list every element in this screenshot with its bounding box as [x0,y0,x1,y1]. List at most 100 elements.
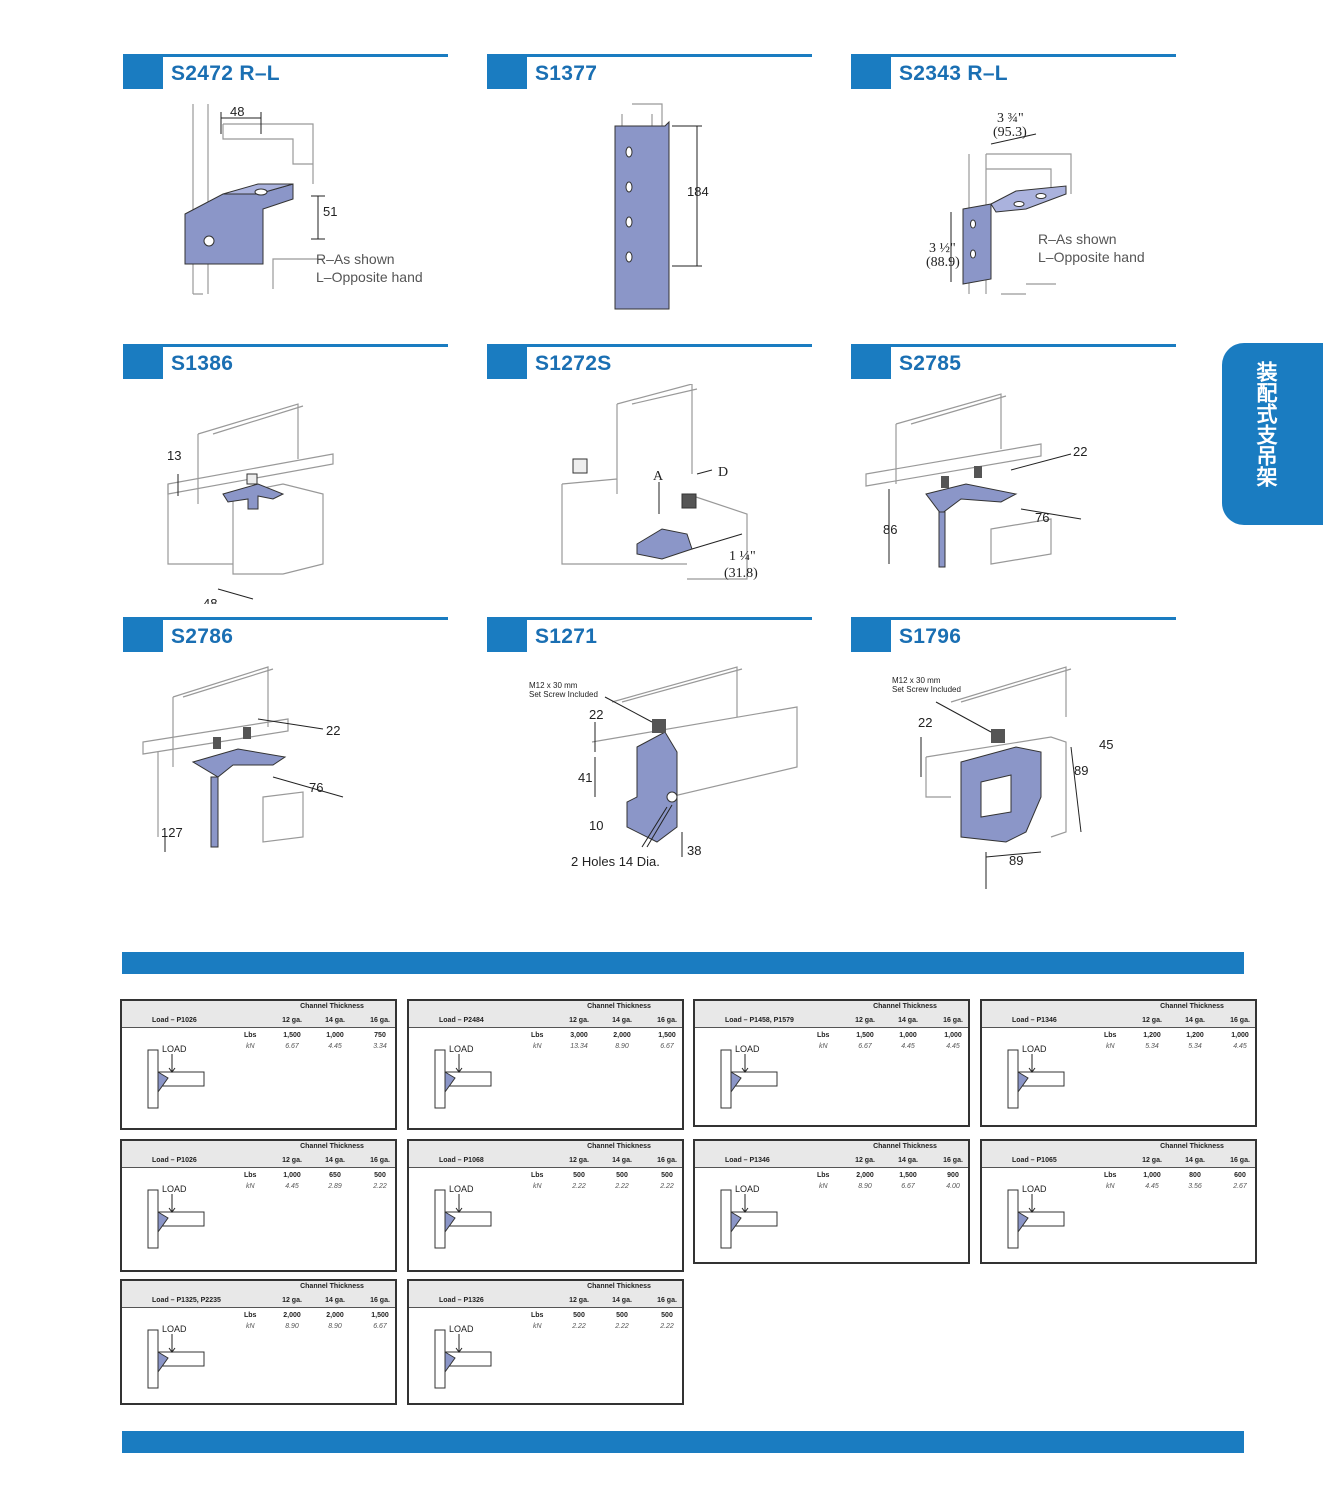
channel-thickness-label: Channel Thickness [1160,1143,1224,1150]
header-block [487,57,527,89]
header-rule [487,617,812,620]
load-arrow-label: LOAD [162,1324,187,1334]
header-rule [851,617,1176,620]
header-rule [123,617,448,620]
product-s2785: S2785 22 76 86 [851,344,1176,604]
gauge-header: 14 ga. [1185,1017,1205,1024]
gauge-header: 12 ga. [1142,1017,1162,1024]
lbs-value: 500 [661,1172,673,1179]
kn-value: 5.34 [1145,1043,1159,1050]
dim-45: 45 [1099,737,1113,752]
kn-value: 4.45 [946,1043,960,1050]
kn-value: 2.22 [572,1183,586,1190]
header-rule [123,344,448,347]
dim-3-3-4: 3 ¾" [997,111,1024,126]
dim-95-3: (95.3) [993,125,1027,140]
kn-value: 6.67 [373,1323,387,1330]
load-diagram: LOAD [1007,1044,1065,1109]
gauge-header: 12 ga. [282,1297,302,1304]
header-block [123,57,163,89]
load-diagram: LOAD [147,1324,205,1389]
dim-86: 86 [883,522,897,537]
header-block [487,620,527,652]
gauge-header: 16 ga. [370,1157,390,1164]
lbs-unit: Lbs [531,1312,544,1319]
kn-value: 2.22 [660,1183,674,1190]
load-diagram: LOAD [434,1044,492,1109]
header-rule [487,54,812,57]
lbs-unit: Lbs [244,1032,257,1039]
kn-value: 13.34 [570,1043,588,1050]
lbs-value: 1,500 [658,1032,676,1039]
s1386-drawing: 13 48 [167,403,334,604]
lbs-value: 650 [329,1172,341,1179]
dim-41: 41 [578,770,592,785]
s2472-drawing: 48 51 R–As shown L–Opposite hand [184,104,423,295]
dim-a: A [653,469,664,484]
dim-22: 22 [918,715,932,730]
dim-1-1-4: 1 ¼" [729,549,756,564]
product-code: S1272S [535,352,612,375]
lbs-value: 1,000 [944,1032,962,1039]
side-category-tab[interactable]: 装配式支吊架 [1222,343,1323,525]
load-label: Load – P1346 [1012,1017,1057,1024]
channel-thickness-label: Channel Thickness [587,1283,651,1290]
product-code: S1796 [899,625,962,648]
gauge-header: 16 ga. [370,1297,390,1304]
lbs-value: 2,000 [326,1312,344,1319]
note-screw: M12 x 30 mm [529,681,578,690]
header-rule [851,344,1176,347]
section-bar-top [122,952,1244,974]
lbs-value: 600 [1234,1172,1246,1179]
channel-thickness-label: Channel Thickness [300,1003,364,1010]
load-diagram: LOAD [147,1184,205,1249]
gauge-header: 16 ga. [1230,1017,1250,1024]
dim-22: 22 [589,707,603,722]
product-s2786: S2786 22 76 127 [123,617,448,877]
load-arrow-label: LOAD [449,1044,474,1054]
kn-unit: kN [246,1183,255,1190]
product-s1796: S1796 M12 x 30 mm Set Screw Included 22 … [851,617,1176,889]
dim-48: 48 [203,596,217,604]
lbs-unit: Lbs [531,1032,544,1039]
channel-thickness-label: Channel Thickness [300,1143,364,1150]
gauge-header: 14 ga. [612,1297,632,1304]
load-label: Load – P1346 [725,1157,770,1164]
load-label: Load – P1326 [439,1297,484,1304]
note-screw-included: Set Screw Included [529,690,598,699]
kn-value: 2.22 [615,1183,629,1190]
product-s2472: S2472 R–L 48 51 R–As shown L–Opposite ha… [123,54,448,314]
header-block [851,57,891,89]
note-r: R–As shown [1038,231,1117,247]
kn-unit: kN [533,1183,542,1190]
dim-31-8: (31.8) [724,566,758,581]
lbs-value: 800 [1189,1172,1201,1179]
dim-10: 10 [589,818,603,833]
lbs-value: 500 [661,1312,673,1319]
kn-value: 6.67 [858,1043,872,1050]
kn-unit: kN [819,1043,828,1050]
load-diagram: LOAD [1007,1184,1065,1249]
channel-thickness-label: Channel Thickness [587,1003,651,1010]
header-rule [123,54,448,57]
kn-value: 2.22 [373,1183,387,1190]
kn-value: 6.67 [901,1183,915,1190]
lbs-value: 750 [374,1032,386,1039]
load-label: Load – P1026 [152,1017,197,1024]
gauge-header: 16 ga. [943,1157,963,1164]
